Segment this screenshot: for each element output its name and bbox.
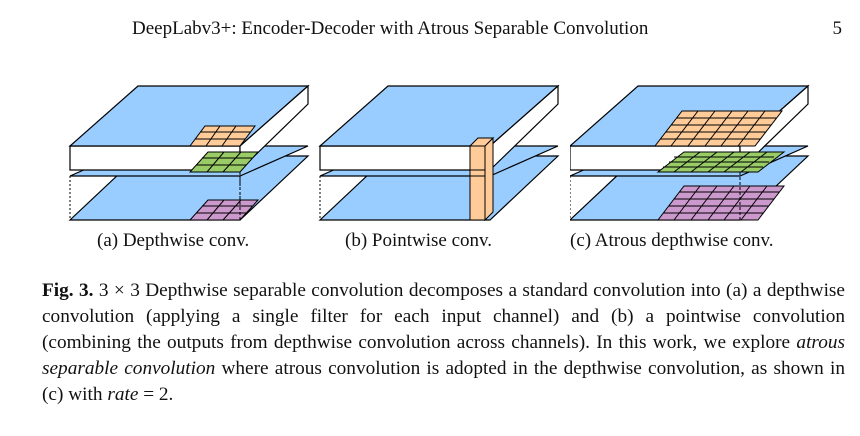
- caption-text-1: 3 × 3 Depthwise separable convolution de…: [42, 280, 845, 353]
- atrous-depthwise-conv-diagram: [570, 84, 810, 221]
- running-title: DeepLabv3+: Encoder-Decoder with Atrous …: [132, 18, 649, 39]
- caption-label: Fig. 3.: [42, 280, 94, 301]
- middle-face: [319, 145, 491, 171]
- caption-rate: rate: [107, 384, 139, 405]
- depthwise-conv-diagram: [68, 84, 310, 221]
- green-filter: [188, 151, 260, 173]
- caption-text-2: where atrous convolution is adopted in t…: [42, 358, 845, 405]
- pointwise-column: [468, 136, 495, 222]
- green-atrous-filter: [656, 151, 786, 173]
- pointwise-conv-diagram: [318, 84, 560, 222]
- caption-emphasis: atrous separable convolution: [42, 332, 845, 379]
- subcaption-b: (b) Pointwise conv.: [345, 230, 493, 251]
- orange-atrous-filter: [653, 110, 784, 147]
- caption-text-3: = 2.: [138, 384, 174, 405]
- orange-filter: [189, 125, 256, 147]
- purple-filter: [188, 199, 260, 221]
- subcaption-a: (a) Depthwise conv.: [97, 230, 250, 251]
- subcaption-c: (c) Atrous depthwise conv.: [570, 230, 774, 251]
- figure-3: [60, 66, 820, 226]
- page-number: 5: [832, 18, 843, 39]
- purple-atrous-filter: [656, 185, 786, 221]
- figure-caption: Fig. 3. 3 × 3 Depthwise separable convol…: [42, 278, 845, 408]
